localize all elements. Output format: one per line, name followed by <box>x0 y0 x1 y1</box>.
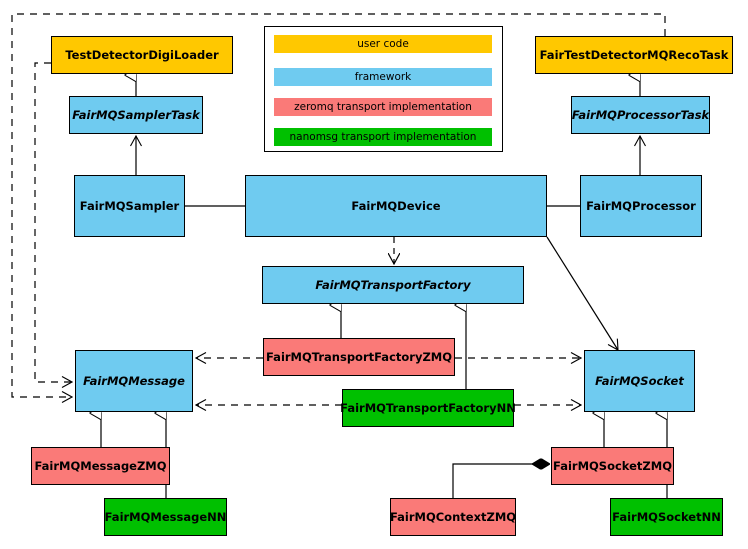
class-label: FairMQProcessor <box>586 198 696 213</box>
class-label: FairMQTransportFactoryZMQ <box>266 349 453 364</box>
class-label: FairMQProcessorTask <box>571 107 710 122</box>
rel-digiloader-message <box>34 62 72 382</box>
class-box-fair-mq-socket-zmq[interactable]: FairMQSocketZMQ <box>551 447 674 485</box>
legend-item-zeromq: zeromq transport implementation <box>274 98 492 116</box>
legend-label: nanomsg transport implementation <box>289 131 477 143</box>
class-box-test-detector-digi-loader[interactable]: TestDetectorDigiLoader <box>51 36 233 74</box>
class-label: FairMQMessage <box>83 373 185 388</box>
class-label: FairMQMessageNN <box>104 509 227 524</box>
class-box-fair-mq-message-zmq[interactable]: FairMQMessageZMQ <box>31 447 170 485</box>
class-label: FairMQMessageZMQ <box>34 458 167 473</box>
class-box-fair-test-detector-mq-reco-task[interactable]: FairTestDetectorMQRecoTask <box>535 36 733 74</box>
class-box-fair-mq-message[interactable]: FairMQMessage <box>75 350 193 412</box>
class-label: TestDetectorDigiLoader <box>65 47 219 62</box>
class-box-fair-mq-message-nn[interactable]: FairMQMessageNN <box>104 498 227 536</box>
class-box-fair-mq-sampler[interactable]: FairMQSampler <box>74 175 185 237</box>
legend-item-nanomsg: nanomsg transport implementation <box>274 128 492 146</box>
legend-item-framework: framework <box>274 68 492 86</box>
class-label: FairMQDevice <box>351 198 441 213</box>
class-box-fair-mq-context-zmq[interactable]: FairMQContextZMQ <box>390 498 516 536</box>
class-box-fair-mq-processor-task[interactable]: FairMQProcessorTask <box>571 96 710 134</box>
class-label: FairMQSocketNN <box>612 509 721 524</box>
class-box-fair-mq-socket[interactable]: FairMQSocket <box>584 350 695 412</box>
class-box-fair-mq-socket-nn[interactable]: FairMQSocketNN <box>610 498 723 536</box>
rel-device-socket <box>546 236 618 350</box>
class-box-fair-mq-transport-factory-zmq[interactable]: FairMQTransportFactoryZMQ <box>263 338 455 376</box>
class-label: FairMQSampler <box>79 198 180 213</box>
class-box-fair-mq-sampler-task[interactable]: FairMQSamplerTask <box>69 96 203 134</box>
class-label: FairMQSamplerTask <box>72 107 200 122</box>
class-label: FairMQTransportFactoryNN <box>340 400 516 415</box>
class-label: FairMQSocketZMQ <box>553 458 672 473</box>
legend-panel: user code framework zeromq transport imp… <box>264 26 503 152</box>
class-label: FairMQTransportFactory <box>315 277 471 292</box>
class-box-fair-mq-device[interactable]: FairMQDevice <box>245 175 547 237</box>
legend-label: framework <box>354 71 412 83</box>
class-box-fair-mq-transport-factory-nn[interactable]: FairMQTransportFactoryNN <box>340 389 516 427</box>
class-box-fair-mq-processor[interactable]: FairMQProcessor <box>580 175 702 237</box>
legend-label: user code <box>357 38 409 50</box>
legend-item-user-code: user code <box>274 35 492 53</box>
class-label: FairMQContextZMQ <box>389 509 517 524</box>
class-label: FairMQSocket <box>595 373 684 388</box>
rel-contextzmq-socketzmq <box>452 464 549 498</box>
legend-label: zeromq transport implementation <box>294 101 472 113</box>
class-label: FairTestDetectorMQRecoTask <box>539 47 729 62</box>
class-box-fair-mq-transport-factory[interactable]: FairMQTransportFactory <box>262 266 524 304</box>
